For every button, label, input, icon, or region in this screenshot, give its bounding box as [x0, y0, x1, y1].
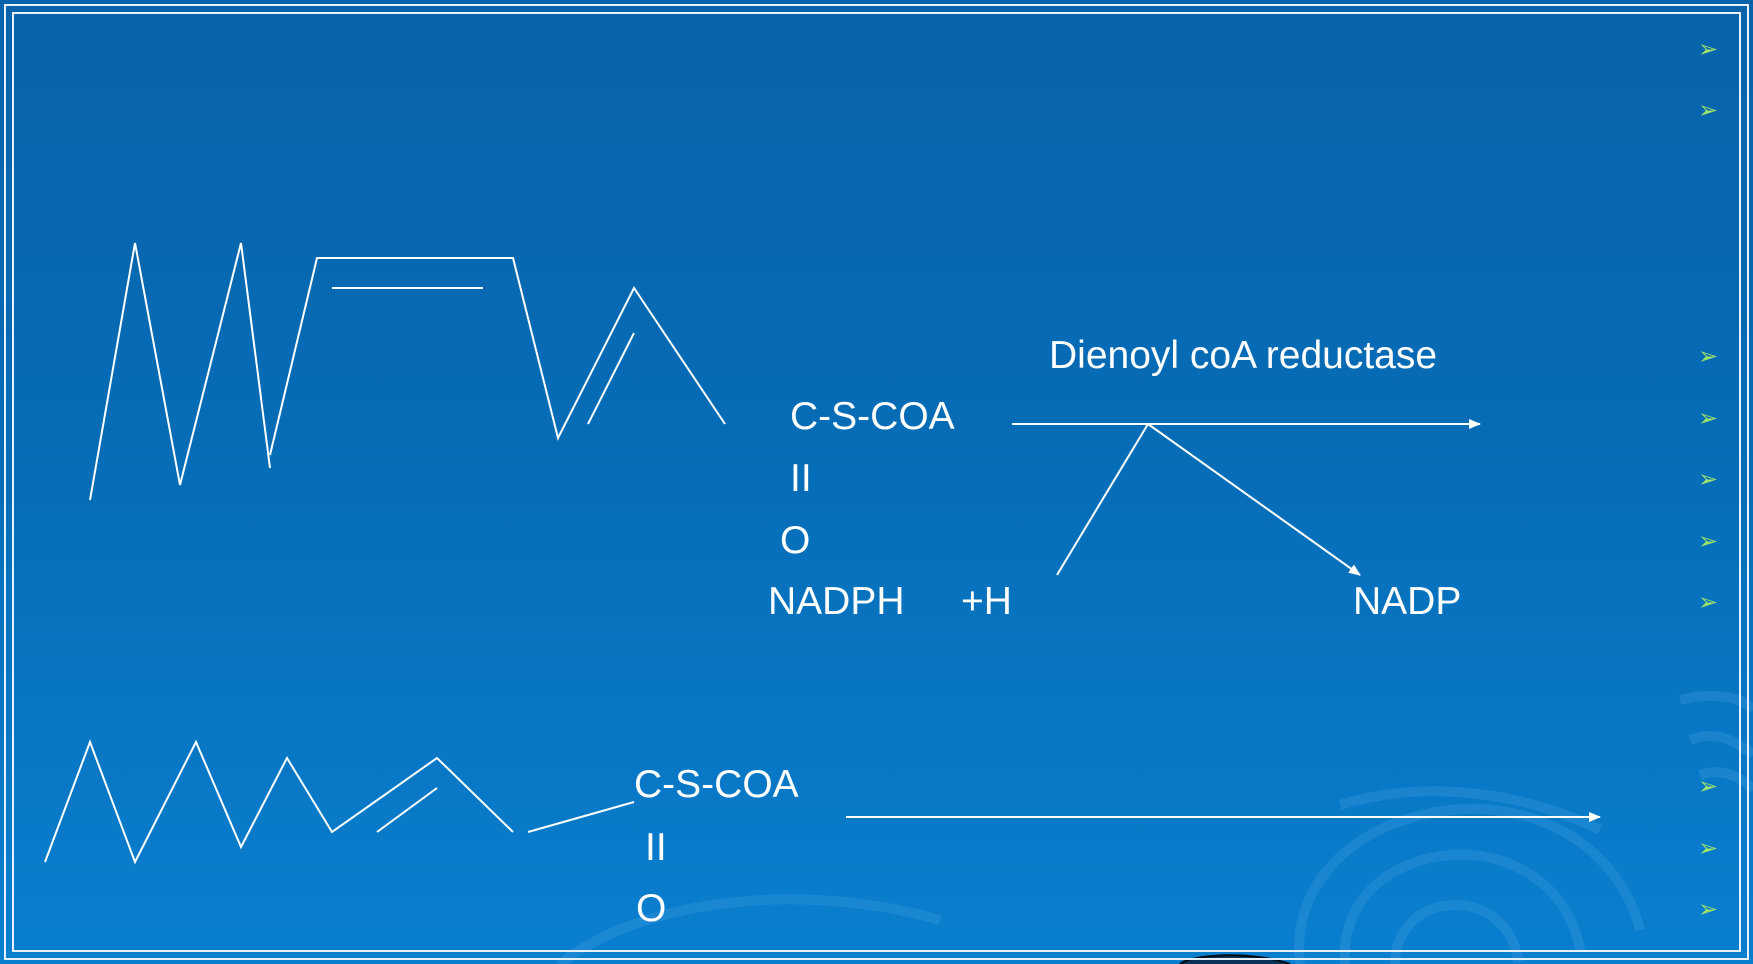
enoyl-link-line	[527, 801, 635, 833]
reaction2-coa-group: C-S-COA	[634, 763, 799, 806]
dienoyl-chain-skeleton	[89, 242, 271, 501]
enoyl-chain-skeleton	[44, 739, 514, 865]
bullet-arrow-icon: ➢	[1698, 97, 1719, 124]
reaction2-oxygen: O	[636, 887, 667, 930]
nadp-label: NADP	[1353, 580, 1462, 623]
reaction1-oxygen: O	[780, 519, 811, 562]
nadph-branch-line	[1056, 423, 1149, 576]
slide-border-inner	[12, 12, 1741, 952]
bullet-arrow-icon: ➢	[1698, 835, 1719, 862]
bullet-arrow-icon: ➢	[1698, 773, 1719, 800]
nadp-branch-arrow	[1147, 423, 1361, 576]
dienoyl-chain-backbone	[269, 257, 726, 456]
bullet-arrow-icon: ➢	[1698, 528, 1719, 555]
bullet-arrow-icon: ➢	[1698, 36, 1719, 63]
reaction1-coa-group: C-S-COA	[790, 395, 955, 438]
bullet-arrow-icon: ➢	[1698, 466, 1719, 493]
enzyme-label: Dienoyl coA reductase	[1049, 334, 1438, 377]
enoyl-double-bond	[376, 787, 438, 833]
nadph-label: NADPH	[768, 580, 905, 623]
bullet-arrow-icon: ➢	[1698, 589, 1719, 616]
slide-border-outer	[4, 4, 1749, 960]
dienoyl-double-bond-2	[587, 332, 635, 425]
bullet-arrow-icon: ➢	[1698, 405, 1719, 432]
reaction2-double-bond: II	[645, 826, 667, 869]
bullet-arrow-icon: ➢	[1698, 896, 1719, 923]
reaction1-double-bond: II	[790, 457, 812, 500]
proton-label: +H	[961, 580, 1012, 623]
bullet-arrow-icon: ➢	[1698, 343, 1719, 370]
